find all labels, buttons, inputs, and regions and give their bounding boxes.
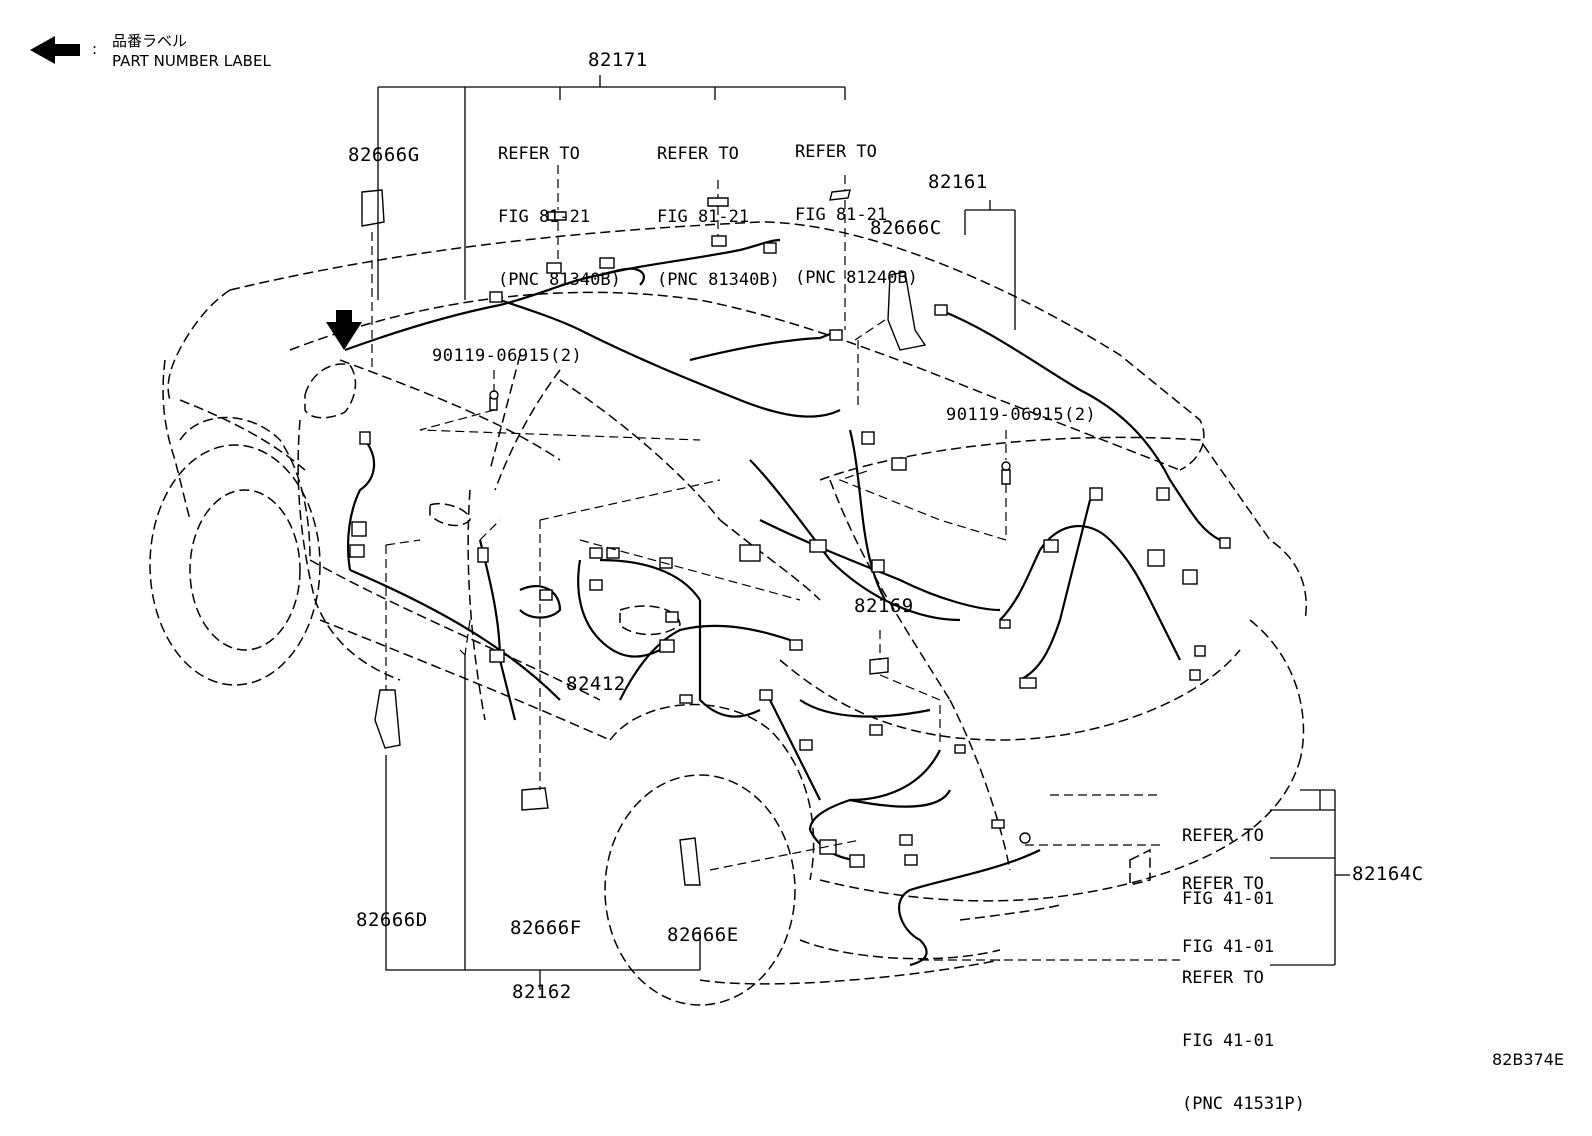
reference-line-1: REFER TO bbox=[498, 144, 580, 164]
part-label-82412: 82412 bbox=[566, 673, 626, 695]
reference-line-3: (PNC 81340B) bbox=[498, 270, 621, 290]
part-label-82161: 82161 bbox=[928, 171, 988, 193]
figure-code: 82B374E bbox=[1492, 1050, 1564, 1069]
part-label-90119-06915-hatch: 90119-06915(2) bbox=[946, 405, 1097, 425]
part-label-82666G: 82666G bbox=[348, 144, 420, 166]
reference-line-1: REFER TO bbox=[795, 142, 877, 162]
reference-line-2: FIG 41-01 bbox=[1182, 1031, 1275, 1051]
part-label-82666E: 82666E bbox=[667, 924, 739, 946]
reference-line-1: REFER TO bbox=[657, 144, 739, 164]
legend-separator: : bbox=[92, 40, 98, 58]
reference-line-3: (PNC 81340B) bbox=[657, 270, 780, 290]
part-label-82666C: 82666C bbox=[870, 217, 942, 239]
reference-fig-41-01-b: REFER TO FIG 41-01 bbox=[1182, 832, 1274, 979]
leader-lines bbox=[377, 75, 1350, 990]
reference-line-2: FIG 81-21 bbox=[498, 207, 591, 227]
part-label-82171: 82171 bbox=[588, 49, 648, 71]
part-label-82164C: 82164C bbox=[1352, 863, 1424, 885]
part-number-label-arrow-icon bbox=[30, 36, 80, 64]
reference-fig-81-21-b: REFER TO FIG 81-21 (PNC 81340B) bbox=[657, 102, 780, 312]
reference-fig-41-01-c: REFER TO FIG 41-01 (PNC 41531P) bbox=[1182, 926, 1305, 1136]
part-label-82666F: 82666F bbox=[510, 917, 582, 939]
reference-line-1: REFER TO bbox=[1182, 826, 1264, 846]
reference-line-2: FIG 41-01 bbox=[1182, 937, 1275, 957]
dashed-leader-lines bbox=[371, 165, 1180, 961]
reference-line-1: REFER TO bbox=[1182, 874, 1264, 894]
part-label-82162: 82162 bbox=[512, 981, 572, 1003]
part-label-90119-06915-roof: 90119-06915(2) bbox=[432, 346, 583, 366]
legend-japanese-text: 品番ラベル bbox=[112, 32, 188, 50]
part-label-82169: 82169 bbox=[854, 595, 914, 617]
reference-fig-81-21-a: REFER TO FIG 81-21 (PNC 81340B) bbox=[498, 102, 621, 312]
wiring-diagram-drawing bbox=[30, 36, 1350, 1006]
reference-fig-81-21-c: REFER TO FIG 81-21 (PNC 81240B) bbox=[795, 100, 918, 310]
reference-line-3: (PNC 81240B) bbox=[795, 268, 918, 288]
vehicle-outline bbox=[149, 221, 1307, 1006]
reference-fig-41-01-a: REFER TO FIG 41-01 bbox=[1182, 784, 1274, 931]
reference-line-2: FIG 81-21 bbox=[657, 207, 750, 227]
legend-english-text: PART NUMBER LABEL bbox=[112, 52, 271, 70]
reference-line-2: FIG 81-21 bbox=[795, 205, 888, 225]
connectors bbox=[349, 189, 1231, 886]
reference-line-2: FIG 41-01 bbox=[1182, 889, 1275, 909]
reference-line-3: (PNC 41531P) bbox=[1182, 1094, 1305, 1114]
part-label-82666D: 82666D bbox=[356, 909, 428, 931]
reference-line-1: REFER TO bbox=[1182, 968, 1264, 988]
part-number-label-location-arrow-icon bbox=[326, 310, 362, 350]
